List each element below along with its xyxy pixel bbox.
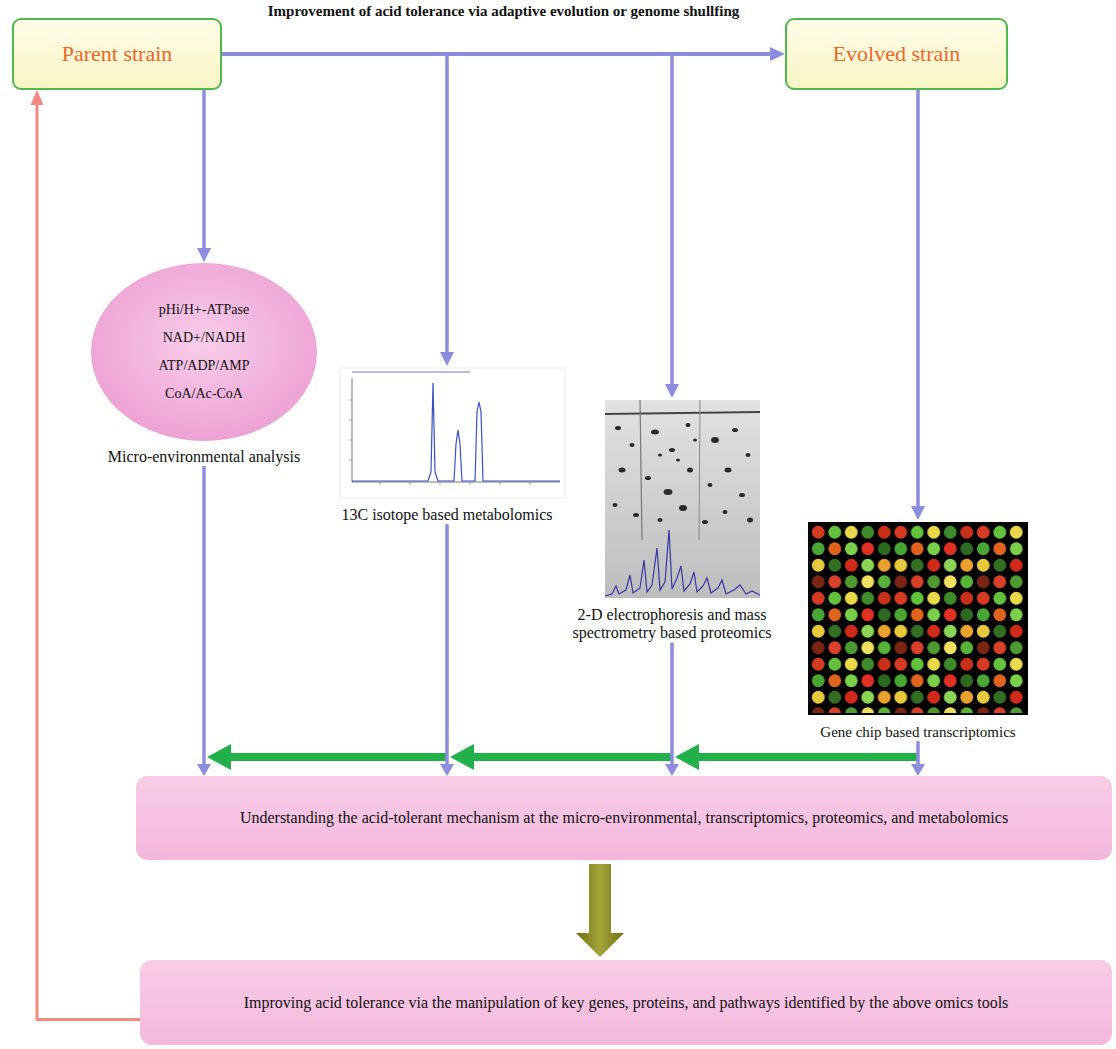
- connector-arrow: [440, 524, 454, 776]
- strain-box: Evolved strain: [785, 18, 1008, 90]
- strain-name: Evolved strain: [833, 41, 961, 67]
- feedback-line: [692, 753, 918, 761]
- ellipse-outline: [90, 262, 318, 442]
- flow-head: [440, 764, 454, 776]
- flow-line: [670, 643, 674, 768]
- flow-head: [440, 352, 454, 366]
- feedback-line: [224, 753, 447, 761]
- strain-name: Parent strain: [62, 41, 173, 67]
- connector-arrow: [576, 864, 624, 957]
- omics-panel: Gene chip based transcriptomics: [800, 520, 1036, 741]
- feedback-head: [207, 744, 231, 770]
- flow-head: [197, 764, 211, 776]
- connector-arrow: [675, 741, 918, 770]
- return-head: [31, 90, 44, 105]
- flow-line: [916, 90, 920, 510]
- connector-arrow: [31, 90, 141, 1020]
- feedback-line: [467, 753, 672, 761]
- panel-caption: 2-D electrophoresis and mass spectrometr…: [558, 606, 786, 643]
- item-list: pHi/H+-ATPaseNAD+/NADH ATP/ADP/AMP CoA/Ac-…: [90, 262, 318, 442]
- return-line: [37, 101, 140, 1020]
- omics-panel: 2-D electrophoresis and mass spectrometr…: [558, 398, 786, 643]
- measure-item: ATP/ADP/AMP: [158, 358, 249, 374]
- gel-image: [605, 400, 760, 598]
- flow-line: [916, 741, 920, 767]
- measure-item: NAD+/NADH: [163, 330, 246, 346]
- flow-line: [202, 466, 206, 768]
- process-band: Understanding the acid-tolerant mechanis…: [136, 776, 1112, 860]
- connector-arrow: [197, 466, 211, 776]
- strain-box: Parent strain: [12, 18, 222, 90]
- flow-head: [665, 384, 679, 398]
- flow-head: [911, 764, 925, 776]
- flow-head: [770, 47, 785, 61]
- measure-item: pHi/H+-ATPase: [159, 302, 249, 318]
- connector-arrow: [197, 90, 211, 262]
- panel-caption: Micro-environmental analysis: [66, 448, 342, 466]
- connector-arrow: [450, 643, 672, 770]
- feedback-head: [675, 744, 699, 770]
- panel-caption: Gene chip based transcriptomics: [800, 724, 1036, 741]
- flow-head: [911, 506, 925, 520]
- feedback-head: [450, 744, 474, 770]
- connector-arrow: [911, 741, 925, 776]
- connector-arrow: [911, 90, 925, 520]
- process-band: Improving acid tolerance via the manipul…: [140, 960, 1112, 1045]
- flow-head: [197, 248, 211, 262]
- block-arrow: [576, 864, 624, 957]
- flow-line: [445, 524, 449, 767]
- analysis-ellipse: pHi/H+-ATPaseNAD+/NADH ATP/ADP/AMP CoA/Ac-…: [90, 262, 318, 442]
- flow-head: [665, 764, 679, 776]
- connector-arrow: [665, 643, 679, 776]
- omics-panel: 13C isotope based metabolomics: [312, 366, 582, 524]
- measure-item: CoA/Ac-CoA: [165, 386, 243, 402]
- edge-label: Improvement of acid tolerance via adapti…: [266, 3, 742, 20]
- gene-chip-image: [808, 522, 1028, 715]
- chromatogram: [340, 368, 565, 498]
- panel-caption: 13C isotope based metabolomics: [312, 506, 582, 524]
- connector-arrow: [207, 524, 447, 770]
- band-text: Understanding the acid-tolerant mechanis…: [240, 809, 1008, 827]
- band-text: Improving acid tolerance via the manipul…: [244, 994, 1009, 1012]
- flow-line: [202, 90, 206, 252]
- ellipse-fill: [91, 263, 317, 441]
